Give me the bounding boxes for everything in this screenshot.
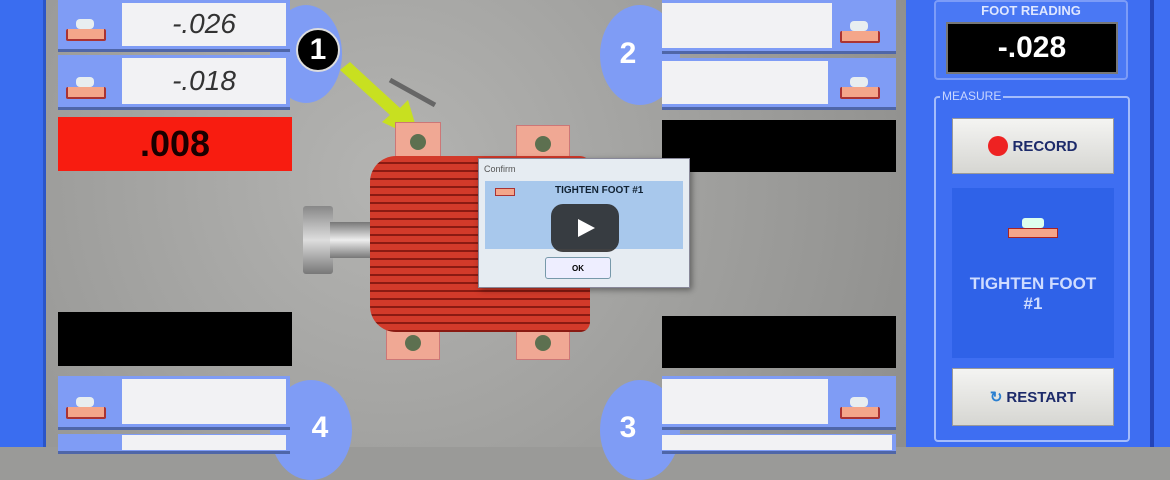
foot-reading-value: -.028 (946, 22, 1118, 74)
foot-4-difference (58, 312, 292, 366)
foot-4-after-row (58, 434, 290, 454)
instruction-line2: #1 (1023, 294, 1043, 313)
foot-3-before-value (662, 379, 828, 424)
record-label: RECORD (1012, 137, 1078, 155)
restart-button[interactable]: ↻ RESTART (952, 368, 1114, 426)
foot-2-before-value (662, 3, 832, 48)
foot-reading-label: FOOT READING (981, 3, 1081, 18)
foot-3-number: 3 (619, 411, 637, 444)
foot-2-after-value (662, 60, 828, 105)
foot-1-before-value: -.026 (122, 2, 286, 47)
left-border (0, 0, 46, 447)
measure-group: MEASURE RECORD TIGHTEN FOOT #1 ↻ RESTART (934, 89, 1130, 442)
foot-3-after-row (662, 434, 896, 454)
loose-foot-icon (832, 376, 896, 427)
dialog-message: TIGHTEN FOOT #1 (555, 185, 644, 196)
panel-divider (1150, 0, 1154, 447)
foot-2-number: 2 (619, 37, 637, 70)
foot-1-number-badge: 1 (296, 28, 340, 72)
foot-1-before-row: -.026 (58, 0, 290, 52)
foot-3-before-row (662, 376, 896, 430)
foot-icon (495, 188, 515, 196)
measure-label: MEASURE (940, 89, 1004, 103)
foot-1-difference: .008 (58, 117, 292, 171)
foot-icon (1008, 218, 1058, 238)
arrow-icon (340, 62, 437, 140)
foot-2-after-row (662, 58, 896, 110)
dialog-ok-button[interactable]: OK (545, 257, 611, 279)
foot-2-before-row (662, 0, 896, 54)
foot-4-before-value (122, 379, 286, 424)
foot-1-after-value: -.018 (122, 58, 286, 104)
instruction-panel: TIGHTEN FOOT #1 (952, 188, 1114, 358)
foot-2-difference (662, 120, 896, 172)
foot-reading-box: FOOT READING -.028 (934, 0, 1128, 80)
foot-1-after-row: -.018 (58, 55, 290, 110)
record-icon (988, 136, 1009, 156)
control-panel: FOOT READING -.028 MEASURE RECORD TIGHTE… (906, 0, 1170, 447)
tight-foot-icon (58, 55, 122, 107)
foot-3-after-value (662, 435, 892, 450)
instruction-line1: TIGHTEN FOOT (969, 274, 1097, 293)
foot-4-before-row (58, 376, 290, 430)
video-play-button[interactable] (551, 204, 619, 252)
play-icon (578, 219, 595, 237)
loose-foot-icon (58, 376, 122, 427)
foot-4-number: 4 (311, 411, 329, 444)
restart-label: RESTART (1006, 388, 1077, 406)
record-button[interactable]: RECORD (952, 118, 1114, 174)
tight-foot-icon (832, 58, 896, 107)
loose-foot-icon (58, 0, 122, 49)
foot-4-after-value (122, 435, 286, 450)
dialog-title: Confirm (484, 164, 516, 174)
restart-icon: ↻ (989, 389, 1003, 406)
foot-3-difference (662, 316, 896, 368)
loose-foot-icon (832, 0, 896, 51)
